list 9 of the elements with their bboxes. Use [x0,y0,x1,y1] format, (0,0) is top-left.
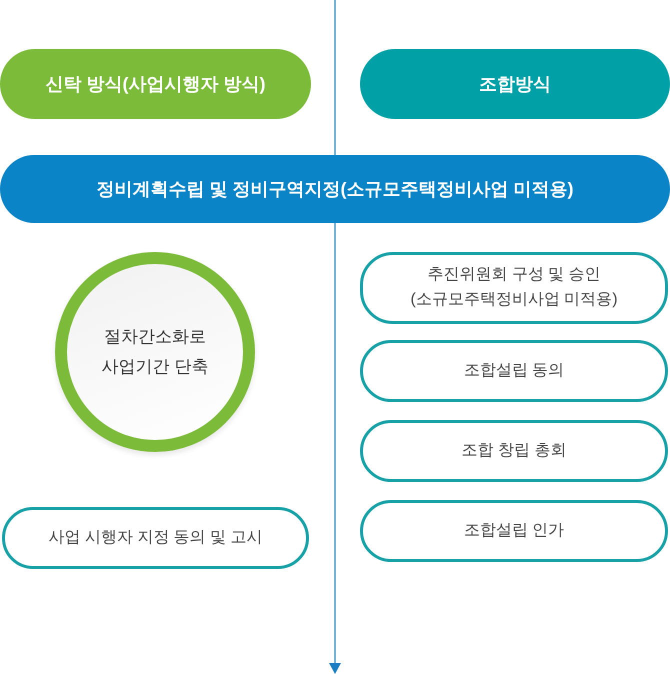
step-pill: 사업 시행자 지정 동의 및 고시 [2,507,309,569]
step-pill: 추진위원회 구성 및 승인 (소규모주택정비사업 미적용) [360,252,668,324]
step-pill: 조합설립 인가 [360,500,668,562]
stage-banner: 정비계획수립 및 정비구역지정(소규모주택정비사업 미적용) [0,155,670,223]
step-pill: 조합 창립 총회 [360,420,668,482]
method-header: 조합방식 [360,49,670,119]
highlight-circle: 절차간소화로 사업기간 단축 [55,252,255,452]
method-header: 신탁 방식(사업시행자 방식) [0,49,311,119]
step-pill: 조합설립 동의 [360,340,668,402]
